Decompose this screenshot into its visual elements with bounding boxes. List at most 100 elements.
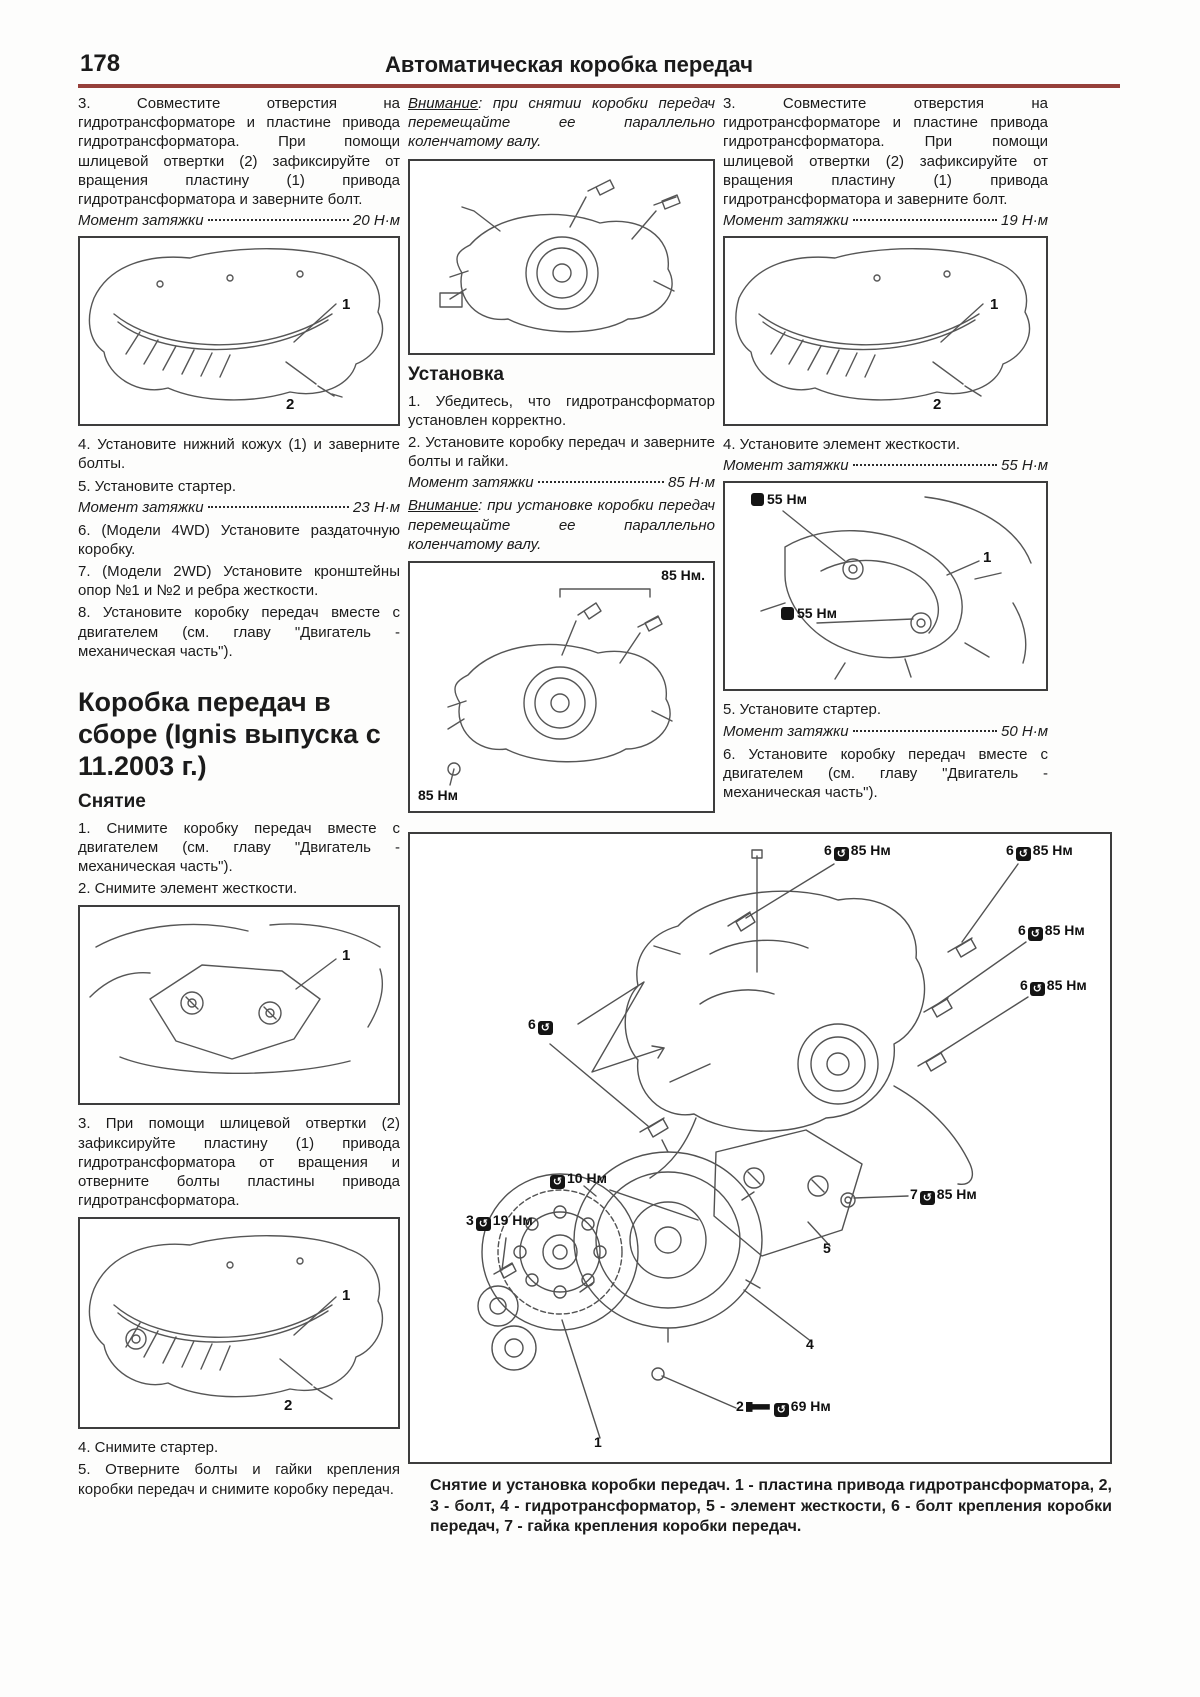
torque-value: 10 Нм bbox=[567, 1169, 607, 1186]
torque-icon bbox=[919, 1191, 935, 1206]
warning-text: : при снятии коробки передач перемещайте… bbox=[408, 95, 715, 151]
warning-removal: Внимание: при снятии коробки передач пер… bbox=[408, 94, 715, 152]
column-right: 3. Совместите отверстия на гидротрансфор… bbox=[723, 94, 1048, 805]
label-number: 6 bbox=[1006, 841, 1014, 858]
torque-label: Момент затяжки bbox=[78, 212, 204, 230]
label-number: 6 bbox=[528, 1015, 536, 1032]
torque-icon bbox=[1027, 927, 1043, 942]
figure-drawing bbox=[88, 1235, 384, 1400]
removal-step-1: 1. Снимите коробку передач вместе с двиг… bbox=[78, 819, 400, 875]
install-heading: Установка bbox=[408, 363, 504, 385]
label-number: 1 bbox=[594, 1433, 602, 1450]
removal-step-5: 5. Отверните болты и гайки крепления кор… bbox=[78, 1461, 400, 1498]
figure-transmission-install: 85 Нм. 85 Нм bbox=[408, 560, 715, 813]
torque-label: Момент затяжки bbox=[723, 722, 849, 740]
diagram-label: 10 Нм bbox=[548, 1170, 607, 1190]
figure-drawing bbox=[439, 178, 681, 333]
diagram-label: 6 85 Нм bbox=[1018, 922, 1085, 942]
torque-spec: Момент затяжки 50 Н·м bbox=[723, 723, 1048, 740]
torque-value: 55 Нм bbox=[797, 605, 837, 622]
step-4: 4. Установите элемент жесткости. bbox=[723, 436, 961, 454]
warning-word: Внимание bbox=[408, 95, 479, 112]
torque-icon bbox=[751, 493, 764, 507]
torque-spec: Момент затяжки 23 Н·м bbox=[78, 499, 400, 516]
torque-label: Момент затяжки bbox=[723, 212, 849, 230]
exploded-view-diagram: 6 85 Нм 6 85 Нм 6 85 Нм 6 85 Нм 6 10 Нм 319 … bbox=[408, 831, 1112, 1464]
figure-drawing bbox=[735, 248, 1031, 401]
torque-spec: Момент затяжки 19 Н·м bbox=[723, 212, 1048, 229]
diagram-label: 6 85 Нм bbox=[1020, 977, 1087, 997]
page-header: 178 Автоматическая коробка передач bbox=[78, 44, 1120, 84]
diagram-label: 269 Нм bbox=[736, 1398, 831, 1418]
step-5: 5. Установите стартер. bbox=[78, 477, 237, 495]
figure-cover-screwdriver: 1 2 bbox=[78, 1217, 400, 1430]
warning-install: Внимание: при установке коробки передач … bbox=[408, 496, 715, 554]
dotted-leader bbox=[537, 481, 665, 484]
label-number: 6 bbox=[824, 841, 832, 858]
warning-text: : при установке коробки передач перемеща… bbox=[408, 497, 715, 553]
label-number: 4 bbox=[806, 1335, 814, 1352]
callout: 2 bbox=[284, 1397, 293, 1415]
torque-spec: Момент затяжки 55 Н·м bbox=[723, 457, 1048, 474]
figure-drawing bbox=[88, 248, 384, 401]
step-3: 3. Совместите отверстия на гидротрансфор… bbox=[78, 95, 400, 208]
torque-value: 85 Н·м bbox=[668, 474, 715, 492]
torque-value: 85 Нм bbox=[1032, 841, 1073, 858]
torque-label: Момент затяжки bbox=[78, 498, 204, 516]
torque-icon bbox=[1015, 847, 1031, 862]
label-number: 6 bbox=[1018, 921, 1026, 938]
removal-step-4: 4. Снимите стартер. bbox=[78, 1439, 219, 1457]
figure-drawing bbox=[760, 496, 1032, 681]
column-middle: Внимание: при снятии коробки передач пер… bbox=[408, 94, 715, 822]
torque-value: 20 Н·м bbox=[353, 212, 400, 230]
callout: 1 bbox=[342, 296, 351, 314]
figure-stiffener-install: 55 Нм 55 Нм 1 bbox=[723, 481, 1048, 692]
torque-value: 50 Н·м bbox=[1001, 722, 1048, 740]
diagram-label: 785 Нм bbox=[910, 1186, 977, 1206]
torque-value: 19 Нм bbox=[492, 1211, 533, 1228]
step-3: 3. Совместите отверстия на гидротрансфор… bbox=[723, 95, 1048, 208]
diagram-label: 6 85 Нм bbox=[1006, 842, 1073, 862]
step-8: 8. Установите коробку передач вместе с д… bbox=[78, 604, 400, 660]
figure-drawing bbox=[447, 588, 673, 786]
callout: 2 bbox=[933, 396, 942, 414]
torque-value: 23 Н·м bbox=[353, 498, 400, 516]
columns: 3. Совместите отверстия на гидротрансфор… bbox=[78, 94, 1120, 1538]
dotted-leader bbox=[852, 464, 998, 467]
callout: 2 bbox=[286, 396, 295, 414]
torque-value: 85 Нм bbox=[1044, 921, 1085, 938]
torque-note: 85 Нм bbox=[418, 786, 458, 803]
label-number: 5 bbox=[823, 1239, 831, 1256]
torque-spec: Момент затяжки 20 Н·м bbox=[78, 212, 400, 229]
removal-step-3: 3. При помощи шлицевой отвертки (2) зафи… bbox=[78, 1115, 400, 1210]
step-4: 4. Установите нижний кожух (1) и заверни… bbox=[78, 436, 400, 473]
callout: 1 bbox=[983, 549, 992, 567]
column-left: 3. Совместите отверстия на гидротрансфор… bbox=[78, 94, 400, 1502]
callout: 1 bbox=[342, 1287, 351, 1305]
torque-note: 55 Нм bbox=[781, 605, 837, 621]
figure-drawing bbox=[89, 923, 384, 1075]
text-columns: Внимание: при снятии коробки передач пер… bbox=[408, 94, 1112, 822]
torque-value: 85 Нм bbox=[850, 841, 891, 858]
step-6: 6. (Модели 4WD) Установите раздаточную к… bbox=[78, 521, 400, 558]
step-6: 6. Установите коробку передач вместе с д… bbox=[723, 745, 1048, 801]
page-number: 178 bbox=[80, 50, 121, 77]
torque-icon bbox=[475, 1217, 491, 1232]
torque-value: 85 Нм bbox=[1046, 976, 1087, 993]
warning-word: Внимание bbox=[408, 497, 479, 515]
diagram-caption: Снятие и установка коробки передач. 1 - … bbox=[430, 1476, 1112, 1536]
part-number-label: 1 bbox=[594, 1434, 602, 1450]
torque-icon bbox=[537, 1021, 553, 1036]
step-7: 7. (Модели 2WD) Установите кронштейны оп… bbox=[78, 563, 400, 600]
diagram-label: 6 85 Нм bbox=[824, 842, 891, 862]
diagram-label: 319 Нм bbox=[466, 1212, 533, 1232]
torque-label: Момент затяжки bbox=[723, 457, 849, 475]
dotted-leader bbox=[852, 729, 998, 732]
torque-value: 69 Нм bbox=[790, 1397, 831, 1414]
label-number: 6 bbox=[1020, 976, 1028, 993]
torque-icon bbox=[550, 1175, 565, 1190]
label-number: 7 bbox=[910, 1185, 918, 1202]
page-title: Автоматическая коробка передач bbox=[384, 52, 754, 77]
torque-icon bbox=[773, 1403, 789, 1418]
